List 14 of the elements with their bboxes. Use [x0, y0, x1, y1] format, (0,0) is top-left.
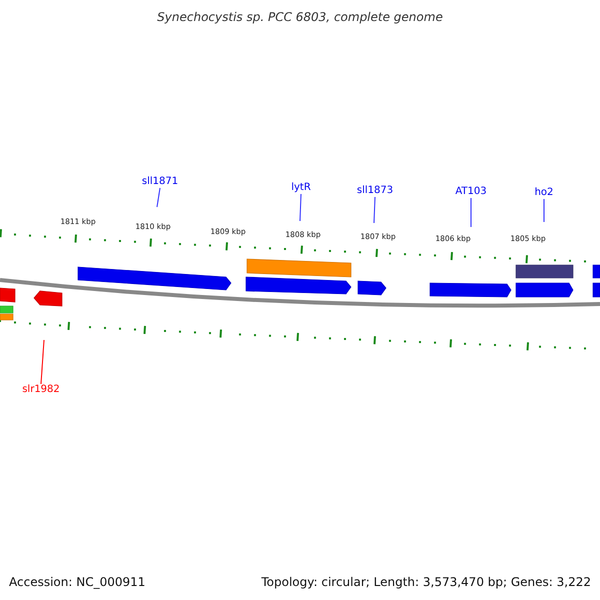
leader-line — [40, 340, 44, 384]
title: Synechocystis sp. PCC 6803, complete genome — [156, 11, 444, 23]
gene-label: lytR — [291, 183, 311, 193]
leader-line — [470, 198, 472, 228]
leader-line — [156, 188, 160, 208]
gene-label: sll1871 — [142, 177, 178, 187]
gene-label: ho2 — [534, 188, 554, 198]
leader-line — [374, 196, 376, 224]
gene-label: sll1873 — [356, 186, 394, 196]
footer-text: Accession: NC_000911 — [9, 576, 146, 588]
footer-text: Topology: circular; Length: 3,573,470 bp; Genes: 3,222 — [261, 576, 591, 588]
leader-line — [300, 194, 302, 222]
gene-label: slr1982 — [22, 385, 60, 395]
gene-label: AT103 — [455, 187, 487, 197]
